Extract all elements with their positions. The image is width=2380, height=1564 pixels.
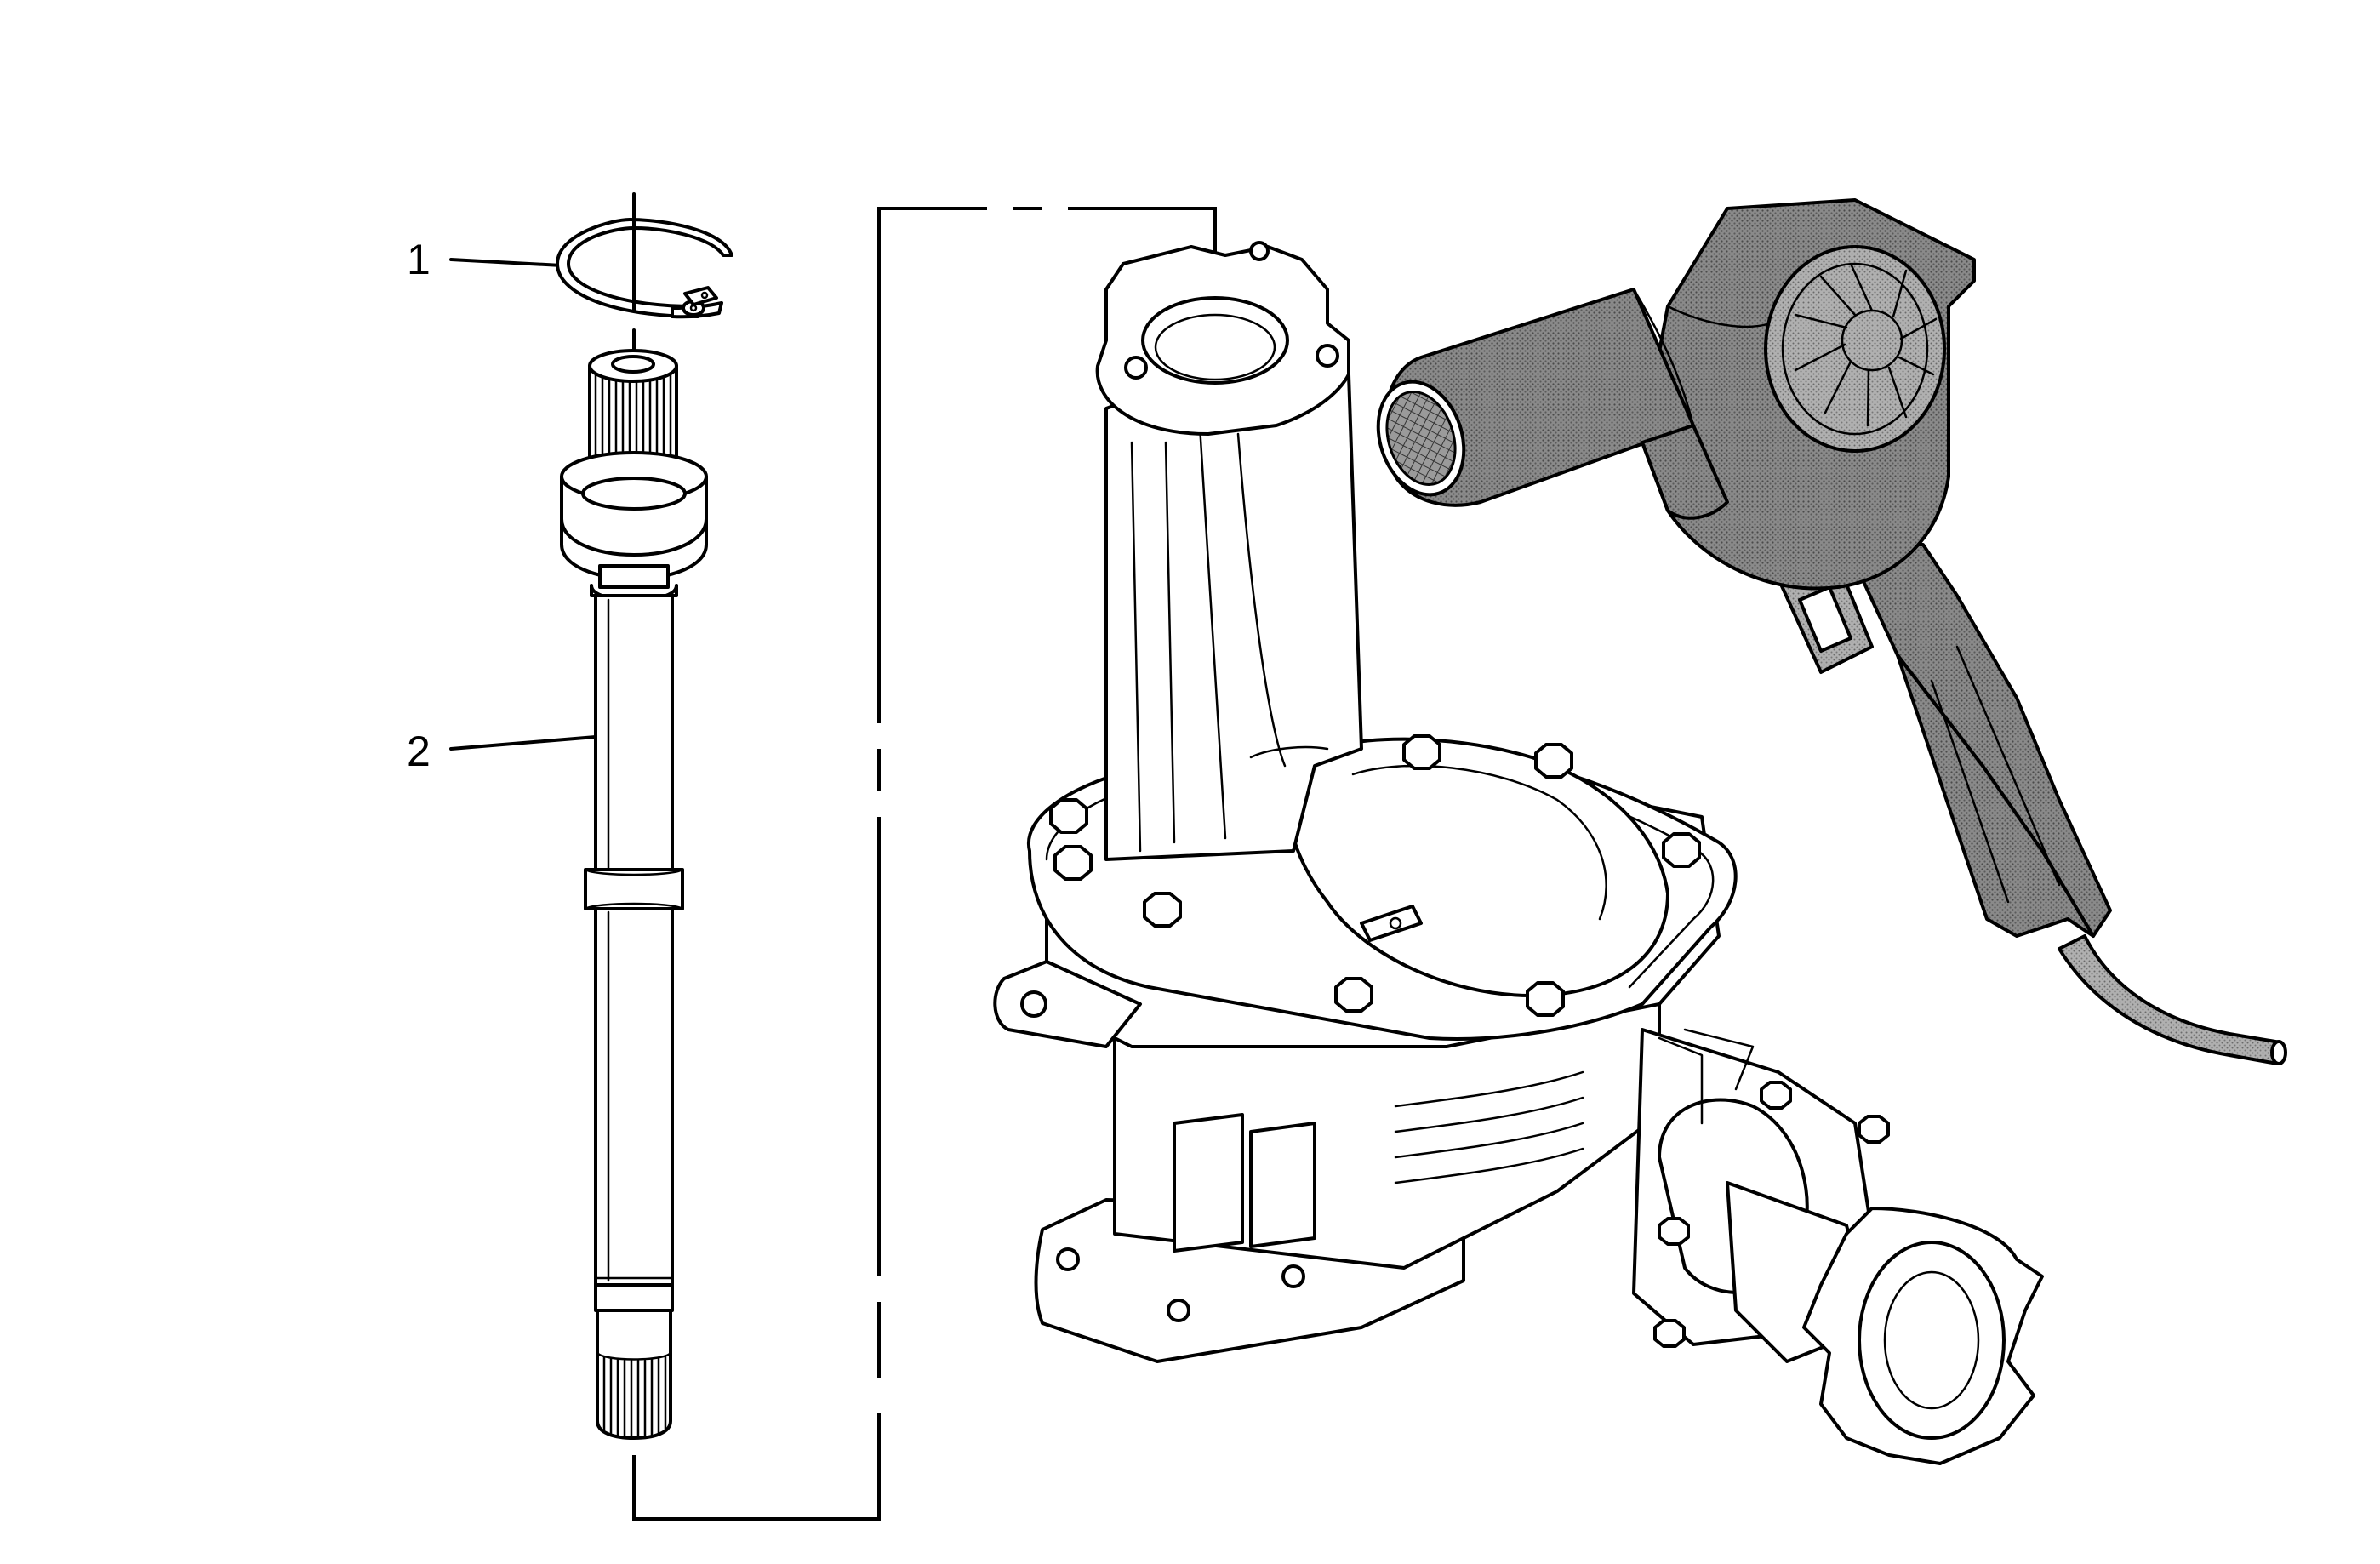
- callout-1: 1: [407, 236, 563, 283]
- shaft-icon: [560, 349, 708, 1440]
- axle-housing-icon: [993, 241, 2044, 1465]
- heat-gun-icon: [1376, 198, 2287, 1065]
- callout-2: 2: [407, 728, 597, 775]
- callout-1-number: 1: [407, 236, 431, 283]
- snap-ring-icon: [556, 218, 733, 319]
- callout-2-number: 2: [407, 728, 431, 775]
